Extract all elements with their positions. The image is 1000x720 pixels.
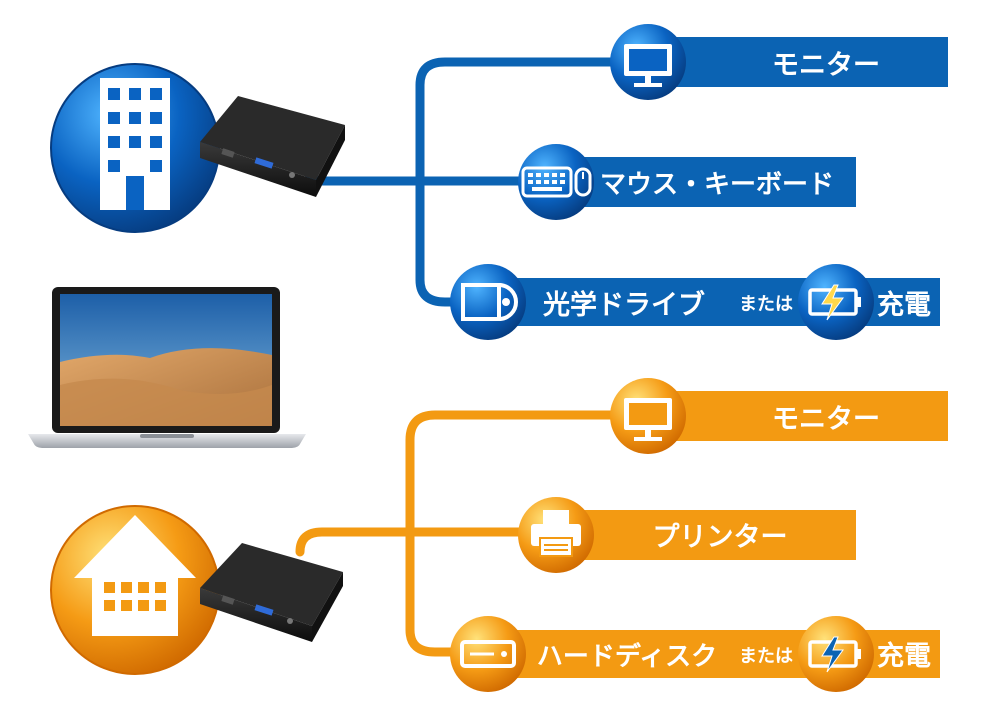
or-text: または xyxy=(739,294,793,315)
monitor-icon xyxy=(610,378,686,454)
alt-label: 充電 xyxy=(877,289,931,321)
device-label: プリンター xyxy=(653,522,788,553)
usb-hub-icon xyxy=(200,543,343,642)
office-device-0: モニター xyxy=(610,24,948,100)
office-device-1: マウス・キーボード xyxy=(518,144,856,220)
device-label-bar xyxy=(648,37,948,87)
device-label: ハードディスク xyxy=(537,641,717,672)
office-device-2: 光学ドライブ または 充電 xyxy=(450,264,940,340)
device-label: モニター xyxy=(772,404,880,435)
charging-battery-icon xyxy=(798,264,874,340)
or-text: または xyxy=(739,646,793,667)
alt-label: 充電 xyxy=(877,640,931,672)
device-label: 光学ドライブ xyxy=(542,289,705,321)
device-label: マウス・キーボード xyxy=(600,170,834,200)
office-connector-lines xyxy=(300,57,645,307)
keyboard-mouse-icon xyxy=(518,144,594,220)
home-device-0: モニター xyxy=(610,378,948,454)
device-label: モニター xyxy=(772,50,880,81)
office-building-icon xyxy=(50,63,220,233)
device-label-bar xyxy=(556,510,856,560)
device-label-bar xyxy=(648,391,948,441)
laptop-icon xyxy=(28,287,306,448)
optical-drive-icon xyxy=(450,264,526,340)
home-branch: モニター プリンター ハードディスク xyxy=(50,378,948,692)
printer-icon xyxy=(518,497,594,573)
charging-battery-icon xyxy=(798,616,874,692)
device-label-bar xyxy=(556,157,856,207)
house-icon xyxy=(50,505,220,675)
home-device-2: ハードディスク または 充電 xyxy=(450,616,940,692)
home-connector-lines xyxy=(295,410,645,657)
office-branch: モニター マウス・キーボード xyxy=(50,24,948,340)
hard-disk-icon xyxy=(450,616,526,692)
monitor-icon xyxy=(610,24,686,100)
home-device-1: プリンター xyxy=(518,497,856,573)
usb-hub-icon xyxy=(200,96,345,197)
